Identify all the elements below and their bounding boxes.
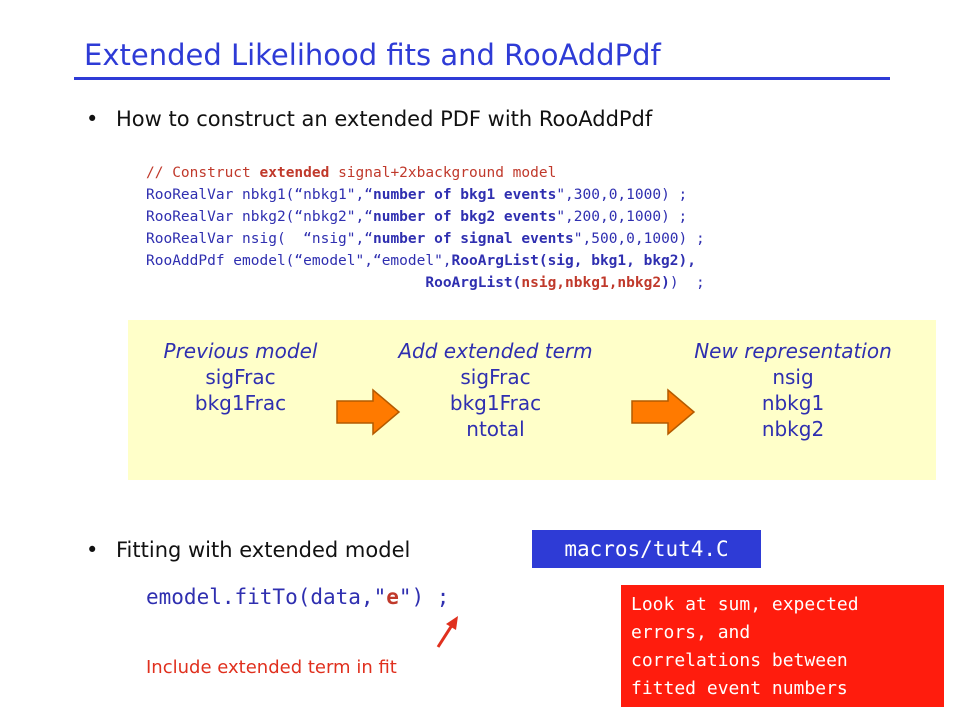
code-line-4: RooRealVar nsig( “nsig",“number of signa… (146, 231, 705, 247)
code-bold-text: ) (661, 275, 670, 291)
code-text: ",300,0,1000) ; (556, 187, 688, 203)
code-line-3: RooRealVar nbkg2(“nbkg2",“number of bkg2… (146, 209, 687, 225)
code-line-6: RooArgList(nsig,nbkg1,nbkg2)) ; (146, 275, 705, 291)
note-line: correlations between (631, 650, 848, 671)
column-previous-model: Previous model sigFrac bkg1Frac (128, 338, 353, 416)
code-keyword: nsig,nbkg1,nbkg2 (521, 275, 662, 291)
bullet-dot-icon: • (86, 107, 99, 131)
right-arrow-icon (336, 388, 401, 436)
code-bold-text: RooArgList(sig, bkg1, bkg2), (451, 253, 696, 269)
code-line-1: // Construct extended signal+2xbackgroun… (146, 165, 556, 181)
parameter-item: sigFrac (205, 365, 276, 389)
code-bold-text: number of bkg2 events (372, 209, 557, 225)
fit-call-option: e (386, 585, 399, 609)
callout-note: Look at sum, expected errors, and correl… (621, 585, 944, 707)
slide-title: Extended Likelihood fits and RooAddPdf (84, 38, 661, 72)
bullet-dot-icon: • (86, 538, 99, 562)
code-text: RooRealVar nbkg1(“nbkg1",“ (146, 187, 373, 203)
pointer-arrow-icon (436, 616, 458, 648)
bullet-fitting-text: Fitting with extended model (116, 538, 411, 562)
code-keyword: extended (259, 165, 330, 181)
column-heading: Previous model (163, 339, 318, 363)
code-text: ",200,0,1000) ; (556, 209, 688, 225)
fit-note: Include extended term in fit (146, 657, 397, 678)
macro-file-label: macros/tut4.C (532, 530, 761, 568)
note-line: fitted event numbers (631, 678, 848, 699)
note-line: errors, and (631, 622, 751, 643)
fit-call-code: emodel.fitTo(data,"e") ; (146, 585, 449, 609)
code-bold-text: RooArgList( (425, 275, 522, 291)
code-bold-text: number of bkg1 events (372, 187, 557, 203)
code-indent (146, 275, 425, 291)
parameter-item: bkg1Frac (194, 391, 287, 415)
bullet-construct-text: How to construct an extended PDF with Ro… (116, 107, 653, 131)
parameter-item: bkg1Frac (449, 391, 542, 415)
fit-call-prefix: emodel.fitTo(data," (146, 585, 387, 609)
column-heading: Add extended term (398, 339, 593, 363)
parameter-item: ntotal (466, 417, 525, 441)
parameter-item: nsig (772, 365, 814, 389)
parameter-diagram: Previous model sigFrac bkg1Frac Add exte… (128, 320, 936, 480)
parameter-item: sigFrac (460, 365, 531, 389)
right-arrow-icon (631, 388, 696, 436)
code-block: // Construct extended signal+2xbackgroun… (146, 162, 705, 294)
bullet-fitting: • Fitting with extended model (86, 538, 410, 562)
code-text: RooRealVar nsig( “nsig",“ (146, 231, 373, 247)
fit-call-suffix: ") ; (398, 585, 450, 609)
column-heading: New representation (694, 339, 892, 363)
parameter-item: nbkg2 (761, 417, 825, 441)
note-line: Look at sum, expected (631, 594, 859, 615)
code-comment-rest: signal+2xbackground model (329, 165, 557, 181)
column-add-extended-term: Add extended term sigFrac bkg1Frac ntota… (368, 338, 623, 442)
code-comment: // Construct (146, 165, 260, 181)
bullet-construct: • How to construct an extended PDF with R… (86, 107, 652, 131)
code-line-5: RooAddPdf emodel(“emodel",“emodel",RooAr… (146, 253, 696, 269)
code-text: RooAddPdf emodel(“emodel",“emodel", (146, 253, 452, 269)
code-text: ",500,0,1000) ; (573, 231, 705, 247)
parameter-item: nbkg1 (761, 391, 825, 415)
code-text: RooRealVar nbkg2(“nbkg2",“ (146, 209, 373, 225)
code-bold-text: number of signal events (372, 231, 574, 247)
code-text: ) ; (669, 275, 705, 291)
code-line-2: RooRealVar nbkg1(“nbkg1",“number of bkg1… (146, 187, 687, 203)
column-new-representation: New representation nsig nbkg1 nbkg2 (653, 338, 933, 442)
title-underline (74, 77, 890, 80)
